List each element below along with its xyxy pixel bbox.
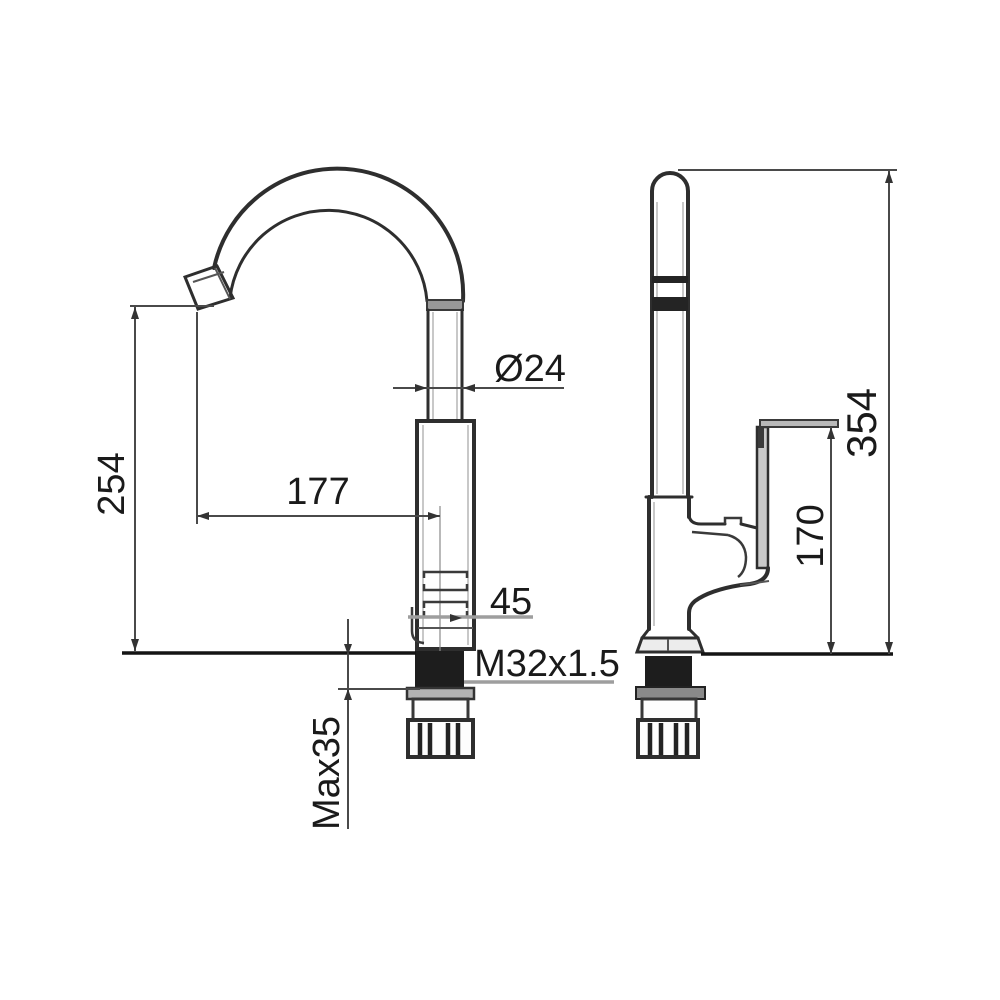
dim-170-arrow-top — [827, 427, 835, 439]
dim-d24-arrow-left — [415, 384, 427, 392]
side-view — [634, 171, 893, 759]
dim-254-arrow-bottom — [131, 639, 139, 651]
handle-top-bar — [759, 419, 839, 428]
dim-d24-arrow-right — [463, 384, 475, 392]
cartridge-line-1 — [422, 570, 469, 578]
front-shank — [411, 697, 470, 722]
side-base-flange — [634, 636, 706, 654]
dim-45-arrow — [450, 614, 462, 622]
dim-177-arrow-left — [197, 512, 209, 520]
aerator-inner-edge — [214, 267, 231, 300]
handle-arm-bottom — [691, 530, 729, 537]
dim-170-arrow-bottom — [827, 642, 835, 654]
handle-pivot-bump — [723, 516, 743, 524]
dim-177-label: 177 — [286, 471, 349, 513]
dim-254-arrow-top — [131, 307, 139, 319]
handle-stem-dark-cap — [758, 428, 764, 448]
side-tube-band-lower — [652, 297, 688, 311]
dim-max35-label: Max35 — [306, 716, 348, 830]
dim-177-arrow-right — [428, 512, 440, 520]
dim-170-label: 170 — [790, 504, 832, 567]
spout-arc-outer — [212, 166, 466, 303]
dim-max35-arrow-top — [344, 644, 352, 655]
side-rubber-seal — [645, 656, 692, 687]
dim-45-label: 45 — [490, 581, 532, 623]
faucet-body-front — [415, 419, 476, 651]
dim-max35-arrow-bottom — [344, 689, 352, 700]
horn-inner-curve — [727, 533, 748, 578]
front-view — [122, 166, 476, 759]
dim-354-arrow-bottom — [885, 642, 893, 654]
side-shank — [640, 697, 698, 722]
horn-outer-curve — [687, 566, 770, 631]
spout-aerator-tip — [183, 264, 236, 311]
dim-354-label: 354 — [838, 388, 885, 458]
horn-lip — [739, 580, 770, 586]
side-washer — [635, 686, 706, 700]
handle-stem — [755, 425, 770, 570]
front-rubber-seal — [415, 651, 464, 688]
dimension-annotations: 254 177 Ø24 45 M32x1.5 Max35 354 — [91, 169, 897, 830]
body-bottom-chamfer — [410, 607, 425, 645]
side-tube-band-upper — [652, 276, 688, 283]
dim-m32-label: M32x1.5 — [474, 643, 620, 685]
handle-arm-to-stem — [739, 522, 759, 530]
side-spout-tube — [650, 171, 690, 499]
spout-swivel-band — [426, 299, 464, 311]
dim-354-arrow-top — [885, 171, 893, 183]
handle-arm-top — [687, 512, 727, 526]
dim-254-label: 254 — [91, 452, 133, 515]
cartridge-line-2 — [422, 584, 469, 592]
cartridge-line-3 — [422, 600, 469, 608]
spout-arc-inner — [228, 208, 429, 303]
dim-d24-label: Ø24 — [494, 348, 566, 390]
